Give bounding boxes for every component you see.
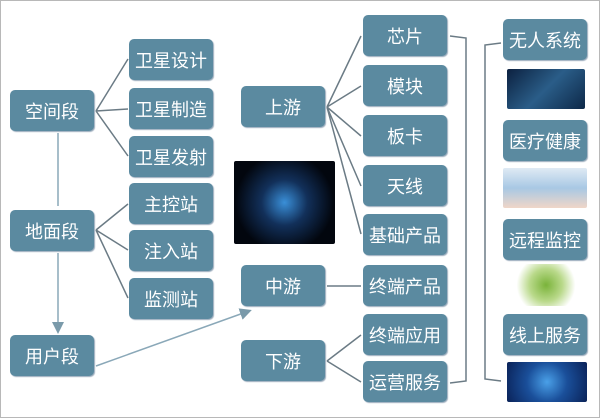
satellite-design: 卫星设计 [129,39,213,80]
satellite-launch: 卫星发射 [129,136,213,177]
product-board: 板卡 [363,115,447,156]
midstream: 中游 [241,265,325,306]
segment-space: 空间段 [10,90,94,131]
medical-image [503,168,587,208]
downstream: 下游 [241,340,325,381]
app-medical: 医疗健康 [503,120,587,161]
monitoring-station: 监测站 [129,278,213,319]
app-unmanned: 无人系统 [503,19,587,60]
product-basic: 基础产品 [363,214,447,255]
satellite-manufacture: 卫星制造 [129,88,213,129]
segment-user: 用户段 [10,335,94,376]
drone-image [507,69,585,109]
product-terminal-app: 终端应用 [363,314,447,355]
product-terminal: 终端产品 [363,265,447,306]
app-online-service: 线上服务 [503,314,587,355]
product-operation: 运营服务 [363,361,447,402]
upstream: 上游 [241,86,325,127]
product-module: 模块 [363,65,447,106]
monitoring-image [511,264,581,306]
segment-ground: 地面段 [10,210,94,251]
satellite-image [234,161,335,244]
online-service-image [507,362,587,402]
product-antenna: 天线 [363,165,447,206]
injection-station: 注入站 [129,230,213,271]
master-control-station: 主控站 [129,183,213,224]
product-chip: 芯片 [363,15,447,56]
app-remote-monitoring: 远程监控 [503,219,587,260]
